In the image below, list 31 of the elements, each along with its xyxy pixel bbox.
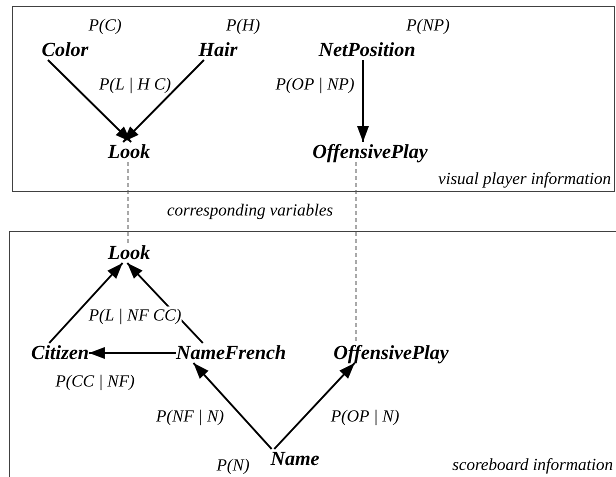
variable-name: NetPosition <box>318 40 416 60</box>
variable-name: Look <box>108 243 150 263</box>
probability-label: P(C) <box>88 16 122 34</box>
arrow <box>47 59 132 143</box>
group-caption: scoreboard information <box>452 456 613 473</box>
arrow <box>122 59 205 143</box>
variable-name: OffensivePlay <box>312 142 428 162</box>
probability-label: P(NP) <box>406 16 450 34</box>
probability-label: P(CC | NF) <box>55 372 135 390</box>
arrow <box>274 362 356 450</box>
edge-label: P(OP | NP) <box>276 76 354 92</box>
probability-label: P(L | H C) <box>99 76 171 92</box>
probability-label: P(H) <box>226 16 260 34</box>
arrow <box>192 362 272 450</box>
variable-name: Hair <box>198 40 238 60</box>
group-caption: visual player information <box>438 170 611 187</box>
edge-label: corresponding variables <box>166 202 334 218</box>
probability-label: P(L | NF CC) <box>88 306 182 324</box>
variable-name: OffensivePlay <box>333 343 449 363</box>
arrow <box>357 60 369 142</box>
edge-label: P(OP | N) <box>330 408 400 424</box>
variable-name: Citizen <box>31 343 89 363</box>
edge-label: P(NF | N) <box>156 408 224 424</box>
variable-name: Look <box>108 142 150 162</box>
variable-name: NameFrench <box>176 343 286 363</box>
variable-name: Name <box>270 449 320 469</box>
probability-label: P(N) <box>216 456 250 474</box>
variable-name: Color <box>42 40 88 60</box>
arrow <box>88 347 176 359</box>
arrow <box>48 262 124 344</box>
group-frame <box>12 6 615 192</box>
